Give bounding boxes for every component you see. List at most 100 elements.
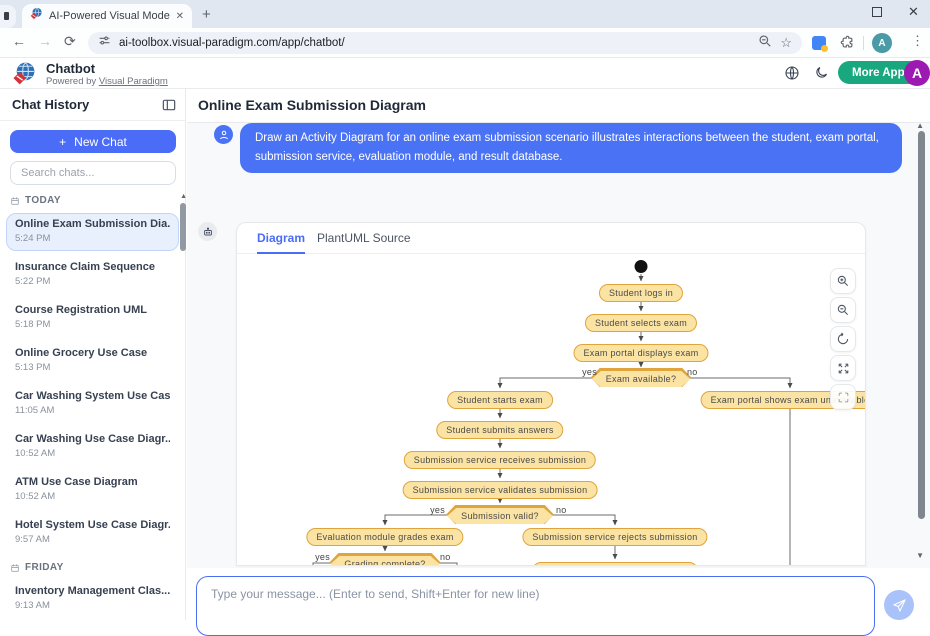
conversation-title-bar: Online Exam Submission Diagram bbox=[187, 89, 930, 123]
more-apps-button[interactable]: More Apps bbox=[838, 61, 925, 84]
paper-plane-icon bbox=[892, 598, 906, 612]
chat-item-time: 9:13 AM bbox=[15, 600, 50, 611]
chat-scrollbar-thumb[interactable] bbox=[918, 131, 925, 519]
window-close-icon[interactable]: ✕ bbox=[908, 4, 919, 19]
decision-node: Submission valid? bbox=[446, 506, 554, 524]
extensions-puzzle-icon[interactable] bbox=[840, 35, 855, 55]
zoom-out-button[interactable] bbox=[830, 297, 856, 323]
chat-item[interactable]: Hotel System Use Case Diagr... 9:57 AM bbox=[6, 514, 179, 552]
language-globe-icon[interactable] bbox=[784, 65, 800, 81]
chat-item[interactable]: ATM Use Case Diagram 10:52 AM bbox=[6, 471, 179, 509]
chat-list: TODAY Online Exam Submission Dia... 5:24… bbox=[0, 185, 187, 618]
fullscreen-button[interactable] bbox=[830, 384, 856, 410]
edge-label-yes: yes bbox=[430, 505, 445, 515]
partial-tab[interactable] bbox=[0, 5, 16, 28]
edge-label-no: no bbox=[556, 505, 567, 515]
side-panel-icon[interactable] bbox=[812, 36, 828, 52]
url-input[interactable] bbox=[119, 37, 751, 49]
edge-label-no: no bbox=[440, 552, 451, 562]
chat-item-time: 5:24 PM bbox=[15, 233, 51, 244]
sidebar-header: Chat History bbox=[0, 89, 185, 121]
site-settings-icon[interactable] bbox=[98, 34, 111, 52]
browser-profile-avatar[interactable]: A bbox=[872, 33, 892, 53]
activity-node: Exam portal shows error message bbox=[532, 562, 698, 565]
activity-start-node bbox=[634, 260, 648, 273]
search-chats-input[interactable] bbox=[10, 161, 176, 185]
tab-close-icon[interactable]: ✕ bbox=[175, 10, 184, 22]
activity-node: Student logs in bbox=[598, 284, 684, 302]
new-tab-icon[interactable]: + bbox=[202, 6, 211, 23]
chat-item-time: 9:57 AM bbox=[15, 534, 50, 545]
activity-node: Evaluation module grades exam bbox=[306, 528, 464, 546]
activity-node: Exam portal shows exam unavailable bbox=[700, 391, 865, 409]
visual-paradigm-logo bbox=[12, 61, 37, 86]
browser-tab[interactable]: AI-Powered Visual Modeling Ch ✕ bbox=[22, 4, 192, 28]
chat-item[interactable]: Course Registration UML 5:18 PM bbox=[6, 299, 179, 337]
tab-plantuml-source[interactable]: PlantUML Source bbox=[317, 231, 411, 245]
fit-to-screen-button[interactable] bbox=[830, 355, 856, 381]
edge-label-yes: yes bbox=[315, 552, 330, 562]
message-input[interactable] bbox=[196, 576, 875, 636]
decision-label: Submission valid? bbox=[447, 508, 553, 524]
activity-node: Submission service receives submission bbox=[403, 451, 597, 469]
chat-scroll-up-icon[interactable]: ▲ bbox=[916, 123, 924, 130]
activity-node: Student starts exam bbox=[447, 391, 553, 409]
forward-icon[interactable]: → bbox=[38, 33, 52, 49]
browser-tab-strip: AI-Powered Visual Modeling Ch ✕ + ✕ bbox=[0, 0, 930, 28]
sidebar-scroll-up-icon[interactable]: ▲ bbox=[180, 193, 187, 200]
powered-by-text: Powered by bbox=[46, 76, 97, 87]
chat-item-title: Online Exam Submission Dia... bbox=[15, 218, 170, 230]
window-maximize-icon[interactable] bbox=[872, 7, 882, 17]
chat-item[interactable]: Online Grocery Use Case 5:13 PM bbox=[6, 342, 179, 380]
collapse-sidebar-icon[interactable] bbox=[161, 97, 177, 113]
chat-item-time: 5:18 PM bbox=[15, 319, 51, 330]
calendar-icon bbox=[11, 196, 19, 205]
new-chat-button[interactable]: + New Chat bbox=[10, 130, 176, 153]
diagram-card: Diagram PlantUML Source bbox=[236, 222, 866, 566]
chat-item[interactable]: Inventory Management Clas... 9:13 AM bbox=[6, 580, 179, 618]
activity-node: Student submits answers bbox=[436, 421, 564, 439]
app-header: Chatbot Powered by Visual Paradigm More … bbox=[0, 58, 930, 89]
diagram-connectors bbox=[312, 274, 793, 565]
section-header-today: TODAY bbox=[10, 195, 175, 206]
reset-view-button[interactable] bbox=[830, 326, 856, 352]
reload-icon[interactable]: ⟳ bbox=[64, 33, 76, 49]
address-bar[interactable]: ☆ bbox=[88, 32, 802, 54]
activity-node: Student selects exam bbox=[584, 314, 698, 332]
decision-label: Exam available? bbox=[592, 371, 691, 387]
activity-node: Submission service validates submission bbox=[402, 481, 598, 499]
back-icon[interactable]: ← bbox=[12, 33, 26, 49]
dark-mode-moon-icon[interactable] bbox=[814, 65, 830, 81]
conversation-title: Online Exam Submission Diagram bbox=[198, 97, 426, 113]
activity-diagram-canvas[interactable]: Student logs in Student selects exam Exa… bbox=[237, 255, 865, 565]
bot-avatar bbox=[198, 222, 217, 241]
decision-node: Grading complete? bbox=[329, 554, 440, 565]
chat-item-time: 5:13 PM bbox=[15, 362, 51, 373]
user-avatar[interactable]: A bbox=[904, 60, 930, 86]
chat-item-selected[interactable]: Online Exam Submission Dia... 5:24 PM bbox=[6, 213, 179, 251]
calendar-icon bbox=[11, 563, 19, 572]
browser-toolbar: ← → ⟳ ☆ A ⋮ bbox=[0, 28, 930, 58]
user-message-avatar bbox=[214, 125, 233, 144]
chat-item[interactable]: Insurance Claim Sequence 5:22 PM bbox=[6, 256, 179, 294]
sidebar-title: Chat History bbox=[12, 97, 90, 112]
chat-item-time: 10:52 AM bbox=[15, 448, 56, 459]
decision-node: Exam available? bbox=[591, 369, 692, 387]
zoom-level-icon[interactable] bbox=[758, 34, 772, 53]
zoom-in-button[interactable] bbox=[830, 268, 856, 294]
sidebar-scrollbar-thumb[interactable] bbox=[180, 203, 186, 251]
tab-diagram[interactable]: Diagram bbox=[257, 223, 306, 254]
send-button[interactable] bbox=[884, 590, 914, 620]
edge-label-no: no bbox=[687, 367, 698, 377]
browser-menu-icon[interactable]: ⋮ bbox=[911, 33, 924, 48]
bookmark-star-icon[interactable]: ☆ bbox=[780, 35, 792, 50]
message-composer bbox=[187, 568, 930, 636]
section-label: FRIDAY bbox=[25, 562, 64, 573]
chat-item[interactable]: Car Washing Use Case Diagr... 10:52 AM bbox=[6, 428, 179, 466]
app-title: Chatbot bbox=[46, 61, 96, 76]
visual-paradigm-link[interactable]: Visual Paradigm bbox=[98, 76, 168, 87]
chat-item-title: Insurance Claim Sequence bbox=[15, 261, 155, 273]
chat-scroll-down-icon[interactable]: ▼ bbox=[916, 551, 924, 560]
chat-messages-area[interactable]: Draw an Activity Diagram for an online e… bbox=[187, 123, 930, 568]
chat-item[interactable]: Car Washing System Use Case 11:05 AM bbox=[6, 385, 179, 423]
